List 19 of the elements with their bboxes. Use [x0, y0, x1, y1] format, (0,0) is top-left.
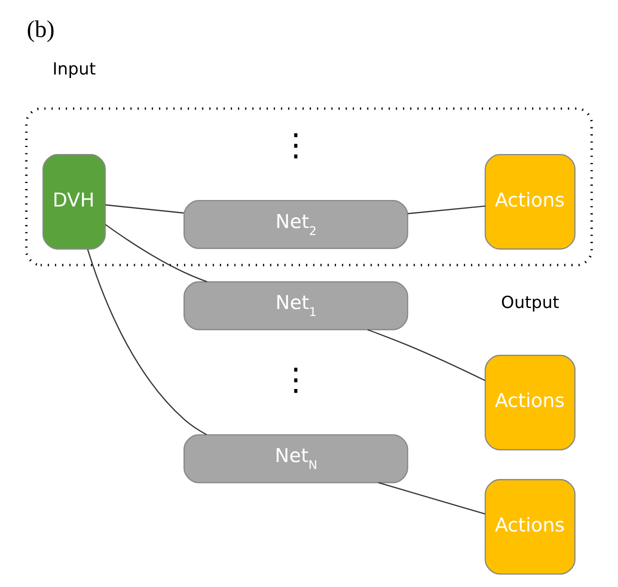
node-box: Actions: [484, 154, 576, 250]
diagram-title: (b): [26, 16, 55, 43]
connector: [408, 205, 486, 214]
connector: [367, 329, 486, 382]
node-box: Net$_{N}$: [184, 434, 408, 484]
connector: [105, 224, 208, 282]
cluster: [25, 107, 593, 266]
connector: [105, 204, 184, 214]
label: ⋮: [280, 128, 312, 164]
node-box: DVH: [42, 154, 106, 250]
label: Output: [501, 292, 560, 312]
connector: [378, 482, 486, 515]
node-box: Actions: [484, 479, 576, 575]
node-box: Net$_{1}$: [184, 281, 408, 330]
node-box: Actions: [484, 354, 576, 450]
label: ⋮: [280, 362, 312, 398]
label: Input: [52, 58, 96, 79]
node-box: Net$_{2}$: [184, 200, 408, 249]
connector: [87, 249, 207, 436]
